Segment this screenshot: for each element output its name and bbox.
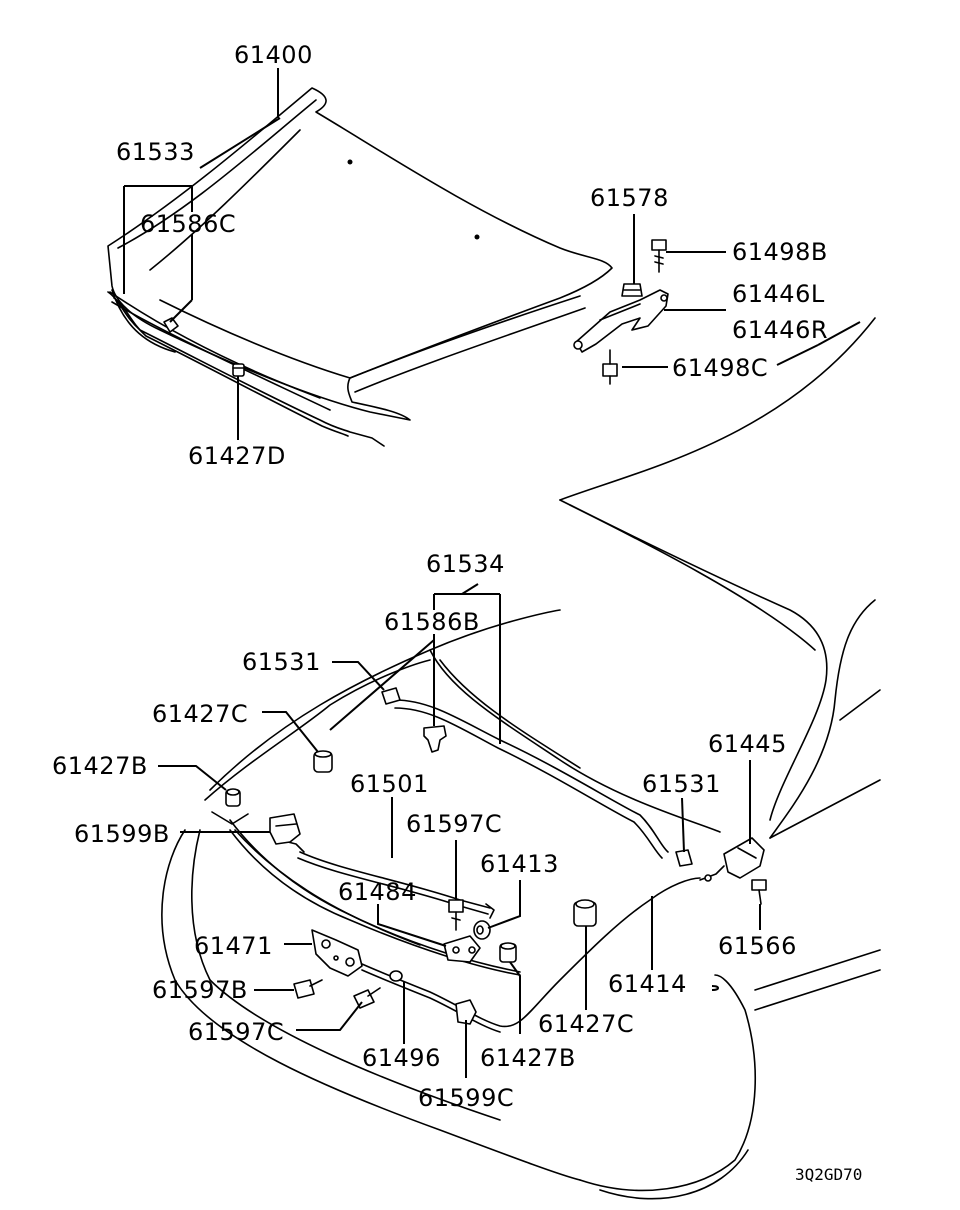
hood-latch-61471 bbox=[311, 929, 363, 977]
label-61484: 61484 bbox=[338, 878, 417, 906]
leader-lines bbox=[123, 68, 861, 1078]
label-61534: 61534 bbox=[426, 550, 505, 578]
label-61586c: 61586C bbox=[140, 210, 236, 238]
label-61427d: 61427D bbox=[188, 442, 286, 470]
label-61427c-right: 61427C bbox=[538, 1010, 634, 1038]
label-61400: 61400 bbox=[234, 41, 313, 69]
hood-panel bbox=[107, 87, 613, 421]
label-61445: 61445 bbox=[708, 730, 787, 758]
label-61531-left: 61531 bbox=[242, 648, 321, 676]
bolt-61597b bbox=[293, 979, 323, 999]
bolt-61597c-upper bbox=[448, 899, 464, 931]
hood-bumper-61427d bbox=[232, 363, 245, 377]
label-61597b: 61597B bbox=[152, 976, 248, 1004]
hinge-nut-61578 bbox=[621, 283, 643, 297]
hood-striker-61484 bbox=[443, 935, 481, 963]
label-61597c-lower: 61597C bbox=[188, 1018, 284, 1046]
label-61471: 61471 bbox=[194, 932, 273, 960]
label-61501: 61501 bbox=[350, 770, 429, 798]
label-61533: 61533 bbox=[116, 138, 195, 166]
release-cable-61414 bbox=[361, 877, 701, 1033]
label-61599b: 61599B bbox=[74, 820, 170, 848]
label-61446l: 61446L bbox=[732, 280, 825, 308]
part-labels: 61400 61533 61586C 61427D 61578 61498B 6… bbox=[52, 41, 862, 1184]
label-61496: 61496 bbox=[362, 1044, 441, 1072]
bolt-61597c-lower bbox=[353, 987, 381, 1009]
label-61427b-right: 61427B bbox=[480, 1044, 576, 1072]
clip-61586b bbox=[423, 725, 447, 753]
seal-clip-61531-left bbox=[381, 687, 401, 705]
label-61531-right: 61531 bbox=[642, 770, 721, 798]
cable-clip-61496 bbox=[389, 970, 403, 982]
bumper-61427b-left bbox=[225, 788, 241, 807]
screw-61566 bbox=[751, 879, 767, 905]
bumper-61427c-right bbox=[573, 899, 597, 927]
bumper-61427b-right bbox=[499, 942, 517, 963]
car-body-outline bbox=[161, 317, 881, 1200]
seal-clip-61531-right bbox=[675, 849, 693, 867]
label-61597c-upper: 61597C bbox=[406, 810, 502, 838]
hood-clip-61586c bbox=[163, 317, 179, 333]
label-61498c: 61498C bbox=[672, 354, 768, 382]
hood-hinge bbox=[573, 289, 669, 353]
label-61427b-left: 61427B bbox=[52, 752, 148, 780]
hinge-bolt-61498b bbox=[651, 239, 667, 273]
label-61427c-left: 61427C bbox=[152, 700, 248, 728]
label-61498b: 61498B bbox=[732, 238, 828, 266]
label-61446r: 61446R bbox=[732, 316, 828, 344]
label-61566: 61566 bbox=[718, 932, 797, 960]
label-61586b: 61586B bbox=[384, 608, 480, 636]
label-61578: 61578 bbox=[590, 184, 669, 212]
hood-front-seal-strip bbox=[107, 291, 385, 447]
label-61413: 61413 bbox=[480, 850, 559, 878]
cable-clip-61599b bbox=[269, 813, 301, 845]
release-handle-61445 bbox=[699, 837, 765, 882]
grommet-61413 bbox=[473, 920, 491, 940]
hinge-bolt-61498c bbox=[602, 349, 618, 385]
cowl-seal-61534 bbox=[394, 699, 669, 859]
bumper-61427c-left bbox=[313, 750, 333, 773]
cable-clip-61599c bbox=[455, 999, 477, 1025]
diagram-code: 3Q2GD70 bbox=[795, 1165, 862, 1184]
label-61599c: 61599C bbox=[418, 1084, 514, 1112]
label-61414: 61414 bbox=[608, 970, 687, 998]
